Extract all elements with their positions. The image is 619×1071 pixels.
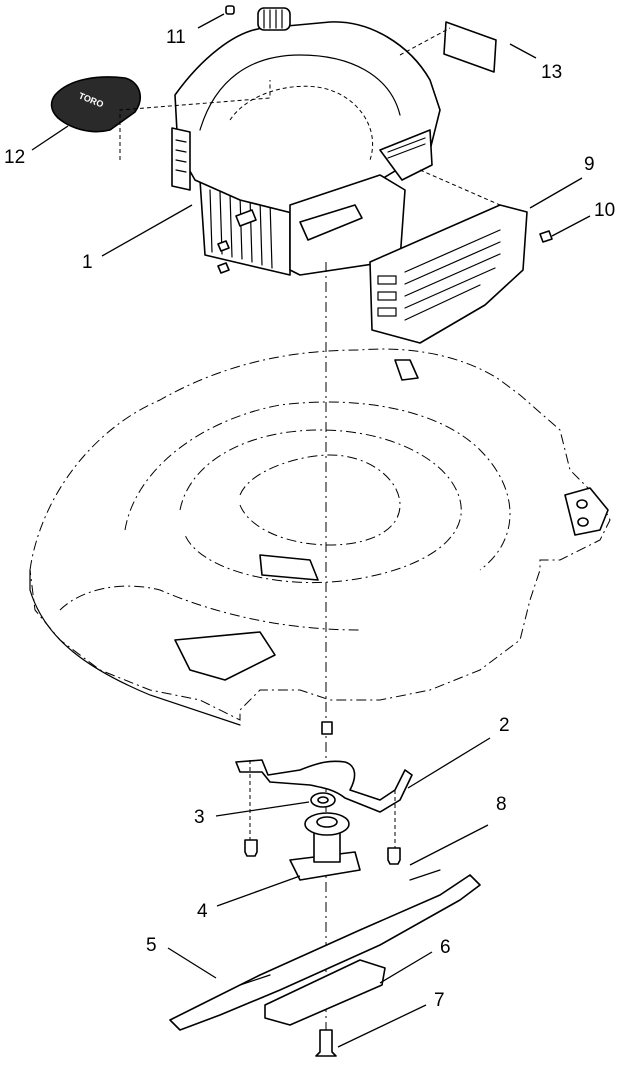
decal-assembly-line bbox=[119, 80, 271, 160]
bracket-bolts bbox=[244, 721, 401, 865]
callout-3-label: 3 bbox=[194, 807, 205, 828]
callout-12: 12 bbox=[4, 125, 69, 168]
callout-4-label: 4 bbox=[197, 901, 208, 922]
callout-6: 6 bbox=[379, 937, 451, 984]
callout-7-label: 7 bbox=[434, 990, 445, 1011]
callout-2-label: 2 bbox=[499, 715, 510, 736]
callout-1-label: 1 bbox=[82, 252, 93, 273]
callout-10-label: 10 bbox=[594, 200, 615, 221]
chute-shield bbox=[369, 204, 528, 344]
shield-assembly-line bbox=[419, 169, 501, 206]
callout-3: 3 bbox=[194, 801, 310, 828]
mower-deck bbox=[29, 348, 611, 726]
blade-anchor bbox=[264, 959, 386, 1026]
blade-bolt bbox=[315, 1029, 337, 1057]
engine bbox=[171, 7, 441, 276]
callout-5-label: 5 bbox=[146, 935, 157, 956]
callout-11: 11 bbox=[166, 13, 225, 48]
callout-2: 2 bbox=[407, 715, 510, 789]
callout-11-label: 11 bbox=[166, 27, 186, 48]
callout-4: 4 bbox=[197, 875, 301, 922]
callout-7: 7 bbox=[337, 990, 445, 1048]
callout-1: 1 bbox=[82, 204, 193, 273]
washer bbox=[310, 792, 336, 808]
callout-6-label: 6 bbox=[440, 937, 451, 958]
blade-adapter bbox=[289, 812, 361, 881]
small-plug bbox=[225, 5, 235, 15]
warning-label bbox=[443, 21, 497, 73]
decal-cover: TORO bbox=[50, 76, 141, 133]
callout-5: 5 bbox=[146, 935, 217, 979]
callout-9: 9 bbox=[529, 154, 595, 209]
callout-9-label: 9 bbox=[584, 154, 595, 175]
callout-13: 13 bbox=[509, 43, 562, 83]
callout-8: 8 bbox=[409, 794, 507, 866]
callout-10: 10 bbox=[551, 200, 615, 237]
callout-13-label: 13 bbox=[541, 62, 562, 83]
callout-8-label: 8 bbox=[496, 794, 507, 815]
mower-blade bbox=[169, 869, 481, 1031]
blade-brake-bracket bbox=[235, 759, 413, 813]
label-assembly-line bbox=[399, 27, 451, 56]
callout-12-label: 12 bbox=[4, 147, 25, 168]
shield-bolt bbox=[539, 230, 553, 243]
